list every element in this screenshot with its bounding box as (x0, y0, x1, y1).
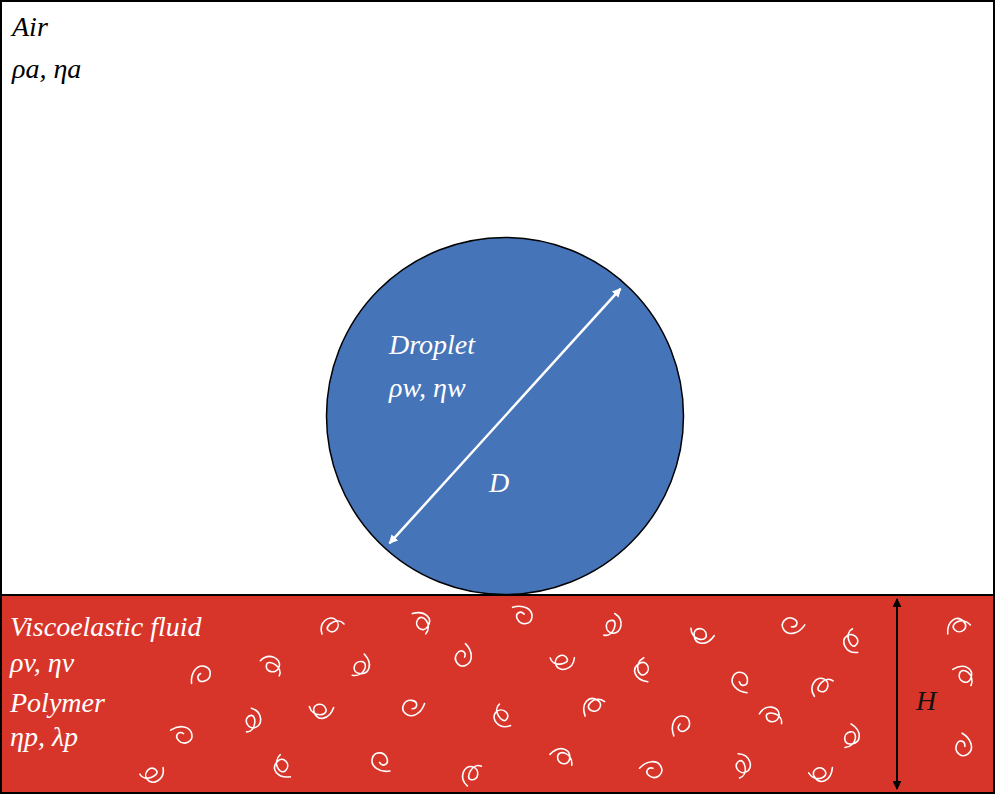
polymer-chain (672, 716, 689, 736)
polymer-chain (729, 670, 755, 694)
property-label: ρv, ηv (10, 646, 74, 680)
polymer-chain (639, 758, 664, 782)
polymer-chain (309, 702, 335, 719)
air-region: Droplet ρw, ηw D Air ρa, ηa (0, 0, 995, 596)
region-name: Droplet (389, 328, 475, 362)
thickness-arrow (896, 599, 898, 789)
polymer-chain (809, 675, 835, 696)
polymer-chain (269, 754, 294, 782)
droplet-circle: Droplet ρw, ηw D (325, 236, 685, 596)
polymer-chain (512, 606, 533, 624)
polymer-chain (139, 764, 164, 783)
polymer-chain (548, 746, 575, 767)
polymer-chain (842, 628, 862, 654)
polymer-chain (351, 652, 373, 679)
diameter-arrow (389, 289, 620, 544)
polymer-chain (950, 732, 976, 758)
polymer-chain (950, 661, 978, 686)
droplet-outline (325, 236, 685, 596)
droplet-shape (327, 238, 684, 595)
region-name: Viscoelastic fluid (10, 610, 202, 644)
property-label: ρa, ηa (12, 52, 81, 86)
property-label: ρw, ηw (389, 371, 466, 405)
polymer-chain (759, 703, 786, 731)
property-label: D (489, 466, 509, 500)
region-name: Air (12, 10, 48, 44)
polymer-chain (493, 704, 510, 728)
polymer-chain (631, 657, 652, 684)
polymer-chain (409, 607, 436, 634)
polymer-chain (780, 612, 806, 637)
polymer-chain (459, 761, 487, 786)
property-label: H (916, 684, 936, 718)
polymer-chain (400, 694, 426, 720)
polymer-chain (260, 653, 285, 681)
viscoelastic-layer: Viscoelastic fluidρv, ηv Polymerηp, λp H (0, 594, 995, 794)
polymer-chain (170, 725, 193, 746)
polymer-chain (451, 643, 475, 668)
polymer-chain (808, 763, 836, 785)
property-label: Polymer (10, 686, 105, 720)
polymer-chain (548, 649, 575, 673)
polymer-chain (578, 692, 605, 719)
polymer-chain (321, 618, 344, 634)
property-label: ηp, λp (10, 720, 78, 754)
polymer-chain (943, 614, 971, 639)
polymer-chain (238, 708, 264, 736)
polymer-chain (689, 627, 715, 645)
polymer-chain (370, 751, 393, 772)
polymer-chain (844, 723, 860, 748)
polymer-chain (598, 613, 626, 640)
polymer-chain (190, 664, 212, 688)
polymer-chain (730, 753, 753, 780)
